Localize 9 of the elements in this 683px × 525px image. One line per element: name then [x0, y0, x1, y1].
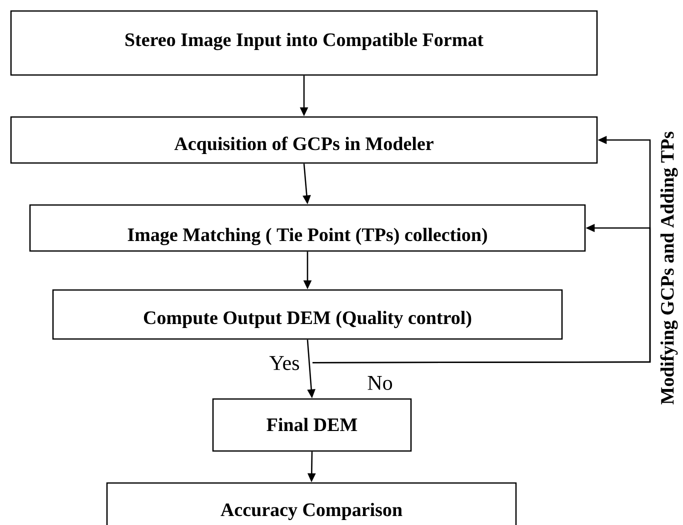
branch-label: No [368, 376, 392, 390]
process-box: Acquisition of GCPs in Modeler [10, 116, 598, 164]
side-label: Modifying GCPs and Adding TPs [660, 132, 678, 404]
process-box: Compute Output DEM (Quality control) [52, 289, 563, 340]
process-box: Final DEM [212, 398, 412, 452]
edge-label: Yes [269, 356, 300, 370]
process-box: Stereo Image Input into Compatible Format [10, 10, 598, 76]
process-box: Image Matching ( Tie Point (TPs) collection) [29, 204, 586, 252]
process-box: Accuracy Comparison [106, 482, 517, 525]
